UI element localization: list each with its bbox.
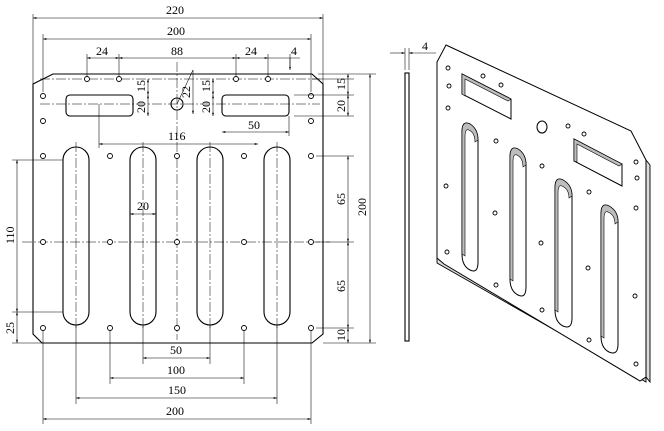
dim-window-height: 20 (134, 101, 148, 113)
dim-right-15: 15 (334, 78, 348, 90)
dim-window-length-right: 50 (248, 118, 260, 132)
dims-right (294, 73, 376, 344)
dim-slot-width: 20 (137, 199, 149, 213)
dim-spacing-150: 150 (168, 383, 186, 397)
dimension-labels: 220 200 24 88 24 4 15 20 22 15 20 116 50… (3, 3, 369, 418)
dim-window-row-right-top: 15 (199, 80, 213, 92)
dim-center-hole-dia: 22 (179, 86, 193, 98)
dim-window-height-right: 20 (199, 101, 213, 113)
dim-bottom-edge-left: 25 (3, 322, 17, 334)
dim-right-20: 20 (334, 100, 348, 112)
dim-center-offset: 88 (171, 44, 183, 58)
dim-window-offset-right: 24 (245, 44, 257, 58)
dims-left (12, 159, 63, 344)
dim-pitch-upper: 65 (334, 193, 348, 205)
iso-center-hole (536, 120, 548, 134)
front-view: 220 200 24 88 24 4 15 20 22 15 20 116 50… (3, 3, 376, 424)
dim-pitch-lower: 65 (334, 280, 348, 292)
dim-window-offset-left: 24 (96, 44, 108, 58)
iso-slots (461, 122, 619, 354)
dim-inner-width-bottom: 200 (166, 404, 184, 418)
iso-bolt-holes (443, 65, 640, 367)
dim-spacing-50: 50 (170, 343, 182, 357)
dim-inner-width-top: 200 (167, 24, 185, 38)
iso-plate-face (436, 44, 647, 382)
isometric-view (436, 44, 651, 384)
dims-bottom (42, 325, 312, 424)
plate-outline (32, 73, 324, 344)
dim-bottom-edge-right: 10 (334, 329, 348, 341)
dim-window-length: 116 (168, 129, 186, 143)
dim-slot-span-left: 110 (3, 226, 17, 244)
dim-thickness: 4 (422, 39, 428, 53)
dims-top (32, 14, 324, 92)
dim-overall-width: 220 (166, 3, 184, 17)
bolt-holes (40, 76, 314, 331)
side-view-outline (404, 72, 410, 342)
side-view: 4 (390, 39, 436, 342)
window-left (65, 94, 134, 117)
dim-spacing-100: 100 (167, 363, 185, 377)
dim-overall-height: 200 (355, 198, 369, 216)
dim-corner-offset: 4 (291, 44, 297, 58)
window-right (221, 94, 290, 117)
dim-hole-row-top: 15 (134, 80, 148, 92)
dims-window (98, 69, 290, 215)
center-hole (170, 97, 184, 111)
